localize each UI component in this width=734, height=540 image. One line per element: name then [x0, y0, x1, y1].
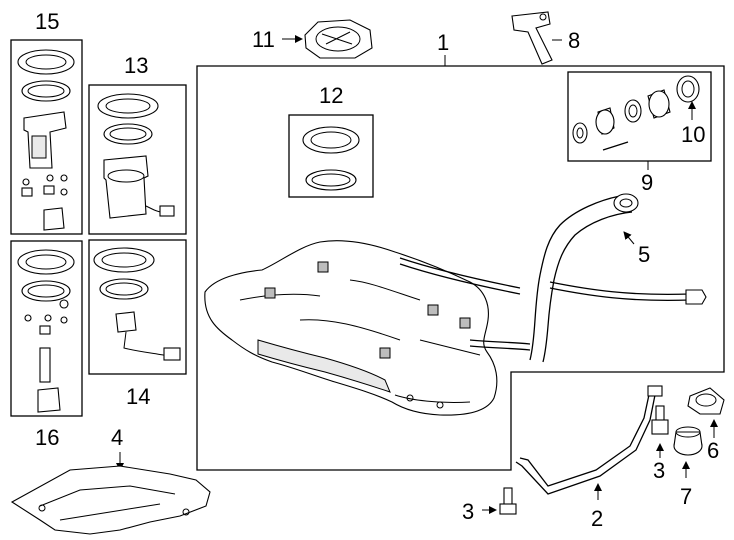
box-16	[10, 240, 83, 417]
callout-16: 16	[35, 425, 59, 450]
bracket-8	[511, 11, 553, 65]
seal-plate-11	[304, 19, 373, 59]
box-12	[288, 114, 374, 198]
callout-8: 8	[568, 28, 580, 53]
main-assembly-frame	[196, 55, 725, 471]
callout-5: 5	[638, 242, 650, 267]
callout-14: 14	[126, 384, 150, 409]
bolt-3-right	[651, 405, 669, 435]
box-14	[88, 239, 187, 375]
filler-pipe	[399, 193, 707, 363]
callout-9: 9	[641, 170, 653, 195]
callout-12: 12	[319, 83, 343, 108]
callout-10: 10	[681, 122, 705, 147]
box-9	[567, 71, 712, 162]
callout-6: 6	[707, 438, 719, 463]
callout-4: 4	[111, 425, 123, 450]
box-13	[88, 84, 187, 235]
box-15	[10, 39, 83, 235]
callout-13: 13	[124, 53, 148, 78]
fuel-tank	[204, 240, 498, 416]
cap-7	[673, 426, 703, 456]
callout-7: 7	[680, 484, 692, 509]
callout-3-right: 3	[653, 458, 665, 483]
callout-15: 15	[35, 9, 59, 34]
callout-3-lower: 3	[462, 499, 474, 524]
callout-2: 2	[591, 506, 603, 531]
callout-1: 1	[437, 30, 449, 55]
tank-strap-2	[515, 385, 663, 495]
callout-leaders	[116, 35, 718, 514]
callout-11: 11	[252, 27, 275, 52]
grommet-6	[687, 387, 725, 415]
callout-numbers: 1 2 3 3 4 5 6 7 8 9 10 11 12 13 14 15 16	[35, 9, 719, 531]
bolt-3-lower	[499, 487, 517, 515]
heat-shield-4	[10, 465, 211, 535]
